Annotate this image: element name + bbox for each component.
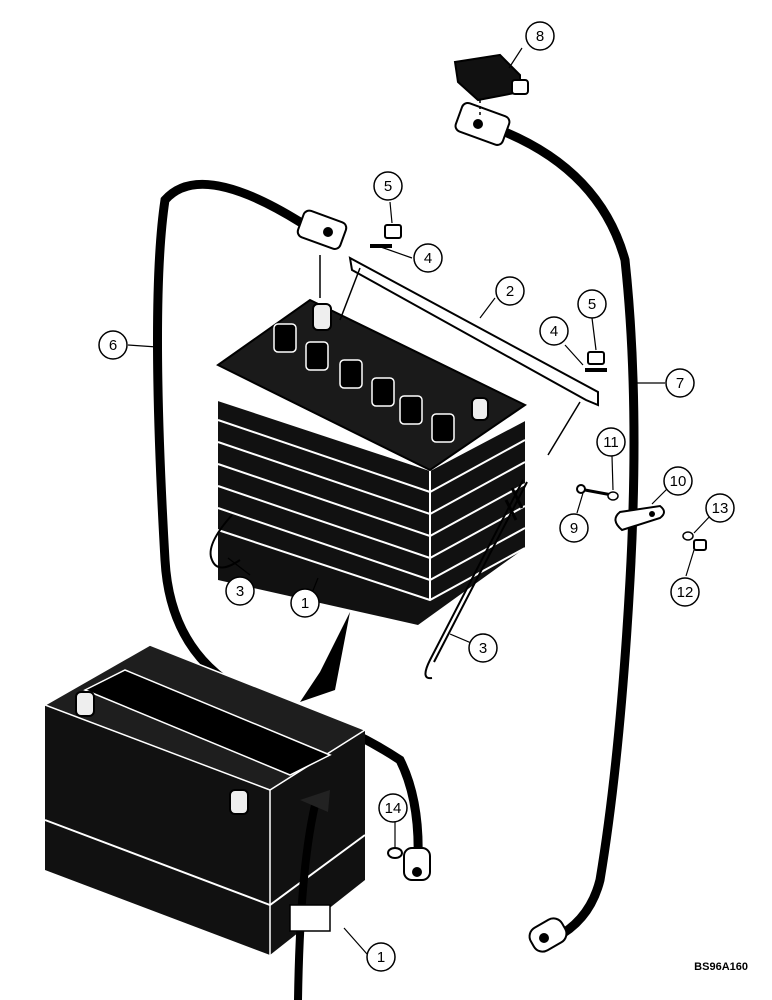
lower-battery bbox=[43, 612, 367, 1000]
callout-3-b: 3 bbox=[468, 633, 498, 663]
callout-11: 11 bbox=[596, 427, 626, 457]
callout-6: 6 bbox=[98, 330, 128, 360]
callout-4-a: 4 bbox=[413, 243, 443, 273]
leader-lines bbox=[127, 47, 713, 955]
positive-cable bbox=[454, 102, 639, 953]
cable-clamp bbox=[576, 484, 707, 551]
svg-text:4: 4 bbox=[550, 323, 558, 340]
callout-9: 9 bbox=[559, 513, 589, 543]
figure-code: BS96A160 bbox=[694, 961, 748, 973]
svg-text:5: 5 bbox=[384, 178, 392, 195]
hold-down-bracket bbox=[339, 256, 599, 456]
callout-14: 14 bbox=[378, 793, 408, 823]
callout-1-b: 1 bbox=[366, 942, 396, 972]
svg-text:2: 2 bbox=[506, 283, 514, 300]
callout-3-a: 3 bbox=[225, 576, 255, 606]
svg-text:3: 3 bbox=[236, 583, 244, 600]
callout-12: 12 bbox=[670, 577, 700, 607]
nuts-washers bbox=[370, 224, 607, 372]
callout-4-b: 4 bbox=[539, 316, 569, 346]
svg-text:11: 11 bbox=[603, 434, 619, 451]
upper-battery bbox=[216, 298, 527, 625]
svg-text:6: 6 bbox=[109, 337, 117, 354]
callout-5-a: 5 bbox=[373, 171, 403, 201]
callout-8: 8 bbox=[525, 21, 555, 51]
callout-5-b: 5 bbox=[577, 289, 607, 319]
callout-2: 2 bbox=[495, 276, 525, 306]
j-bolts bbox=[209, 479, 528, 680]
svg-text:8: 8 bbox=[536, 28, 544, 45]
svg-text:4: 4 bbox=[424, 250, 432, 267]
callout-balloons: 5 4 2 5 4 6 7 8 bbox=[98, 21, 735, 972]
svg-text:14: 14 bbox=[385, 800, 402, 817]
terminal-cover bbox=[453, 53, 529, 118]
callout-13: 13 bbox=[705, 493, 735, 523]
star-washer bbox=[387, 847, 403, 859]
svg-text:3: 3 bbox=[479, 640, 487, 657]
svg-text:5: 5 bbox=[588, 296, 596, 313]
svg-text:1: 1 bbox=[377, 949, 385, 966]
callout-7: 7 bbox=[665, 368, 695, 398]
svg-text:7: 7 bbox=[676, 375, 684, 392]
svg-text:9: 9 bbox=[570, 520, 578, 537]
svg-text:10: 10 bbox=[670, 473, 687, 490]
callout-10: 10 bbox=[663, 466, 693, 496]
svg-text:13: 13 bbox=[712, 500, 729, 517]
svg-text:12: 12 bbox=[677, 584, 694, 601]
negative-cable bbox=[153, 179, 431, 881]
svg-text:1: 1 bbox=[301, 595, 309, 612]
callout-1-a: 1 bbox=[290, 588, 320, 618]
